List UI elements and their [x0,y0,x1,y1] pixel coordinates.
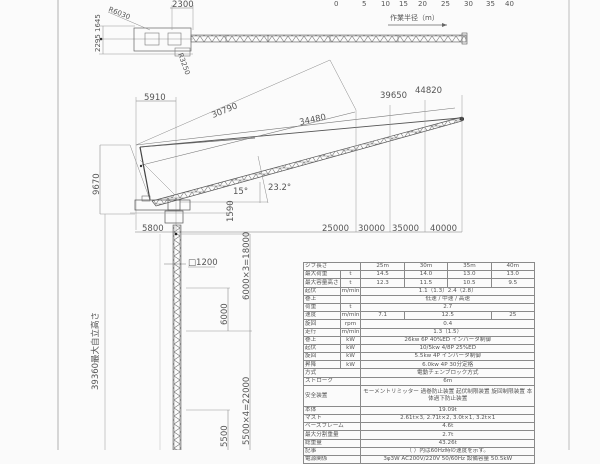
mast-view: □1200 6000 6000×3=18000 5500 5500×4=2200… [90,214,252,450]
table-row: 最大荷重 t 14.5 14.0 13.0 13.0 [303,270,536,280]
svg-text:5910: 5910 [144,93,166,103]
svg-text:30: 30 [464,0,473,8]
svg-text:15: 15 [399,0,408,8]
sheet-border-left [57,0,59,450]
sheet-border-right [568,0,570,450]
elevation-view: 5910 30790 34480 39650 44820 [92,59,464,234]
svg-text:1645: 1645 [94,14,102,32]
svg-text:5500: 5500 [220,425,230,447]
svg-text:6000: 6000 [220,303,230,325]
spec-table: ジブ長さ 25m 30m 35m 40m 最大荷重 t 14.5 14.0 13… [302,261,536,464]
svg-text:9670: 9670 [92,173,102,195]
table-row: 記事（ ）内は60Hz時の速度を示す。 [302,446,535,456]
svg-text:2295: 2295 [94,34,102,52]
svg-text:20: 20 [418,0,427,8]
svg-text:40: 40 [505,0,514,8]
svg-text:1590: 1590 [226,200,236,222]
drawing-sheet: 0 5 10 15 20 25 30 35 40 作業半径（m） 2295 16… [57,0,570,464]
svg-text:30000: 30000 [358,224,385,234]
table-row: 方式電動チェンブロック方式 [302,368,535,378]
svg-text:30790: 30790 [210,101,239,120]
svg-text:35000: 35000 [392,224,419,234]
svg-text:23.2°: 23.2° [268,183,291,193]
svg-text:R3250: R3250 [176,52,191,76]
svg-text:2300: 2300 [172,0,194,10]
svg-text:44820: 44820 [415,86,442,96]
svg-text:25000: 25000 [322,224,349,234]
crane-drawing: 0 5 10 15 20 25 30 35 40 作業半径（m） 2295 16… [90,0,514,450]
svg-text:□1200: □1200 [188,258,218,268]
svg-text:39650: 39650 [380,91,407,101]
svg-text:25: 25 [441,0,450,8]
svg-text:R6030: R6030 [107,5,131,21]
svg-text:40000: 40000 [430,224,457,234]
svg-text:10: 10 [381,0,390,8]
svg-text:0: 0 [334,0,338,8]
svg-text:15°: 15° [233,187,248,197]
radius-axis: 0 5 10 15 20 25 30 35 40 作業半径（m） [334,0,514,27]
table-row: 安全装置モーメントリミッター 過巻防止装置 起伏制限装置 旋回制限装置 本体過下… [302,384,535,407]
svg-text:35: 35 [486,0,495,8]
table-row: 巻上低速 / 中速 / 高速 [303,294,535,304]
svg-text:5800: 5800 [142,224,164,234]
svg-text:6000×3=18000: 6000×3=18000 [242,232,252,300]
plan-view: 2295 1645 2300 R6030 R3250 [94,0,468,76]
table-row: 最大容量高さ t 12.3 11.5 10.5 9.5 [303,278,536,288]
table-row: ジブ長さ 25m 30m 35m 40m [302,261,536,272]
svg-text:39360最大自立高さ: 39360最大自立高さ [90,312,101,390]
svg-text:5500×4=22000: 5500×4=22000 [242,377,252,445]
svg-text:作業半径（m）: 作業半径（m） [390,13,439,22]
svg-text:5: 5 [362,0,366,8]
